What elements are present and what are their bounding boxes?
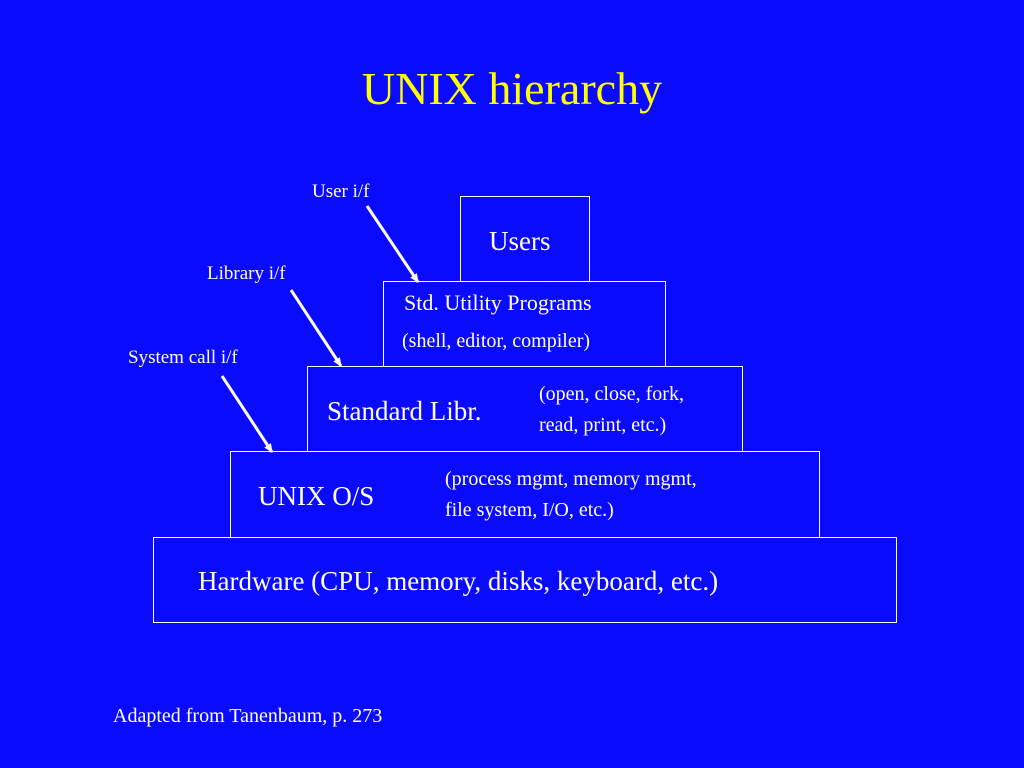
utility-detail: (shell, editor, compiler) [402, 330, 591, 352]
users-layer [460, 196, 590, 286]
syscall-interface-label: System call i/f [128, 347, 238, 368]
unix-os-detail-line1: (process mgmt, memory mgmt, [445, 468, 697, 490]
library-interface-arrow [289, 289, 343, 367]
unix-os-detail-line2: file system, I/O, etc.) [445, 499, 614, 521]
unix-os-layer [230, 451, 820, 541]
stdlib-detail-line1: (open, close, fork, [539, 383, 684, 405]
hardware-label: Hardware (CPU, memory, disks, keyboard, … [198, 566, 719, 596]
stdlib-detail-line2: read, print, etc.) [539, 414, 667, 436]
user-interface-label: User i/f [312, 181, 370, 202]
slide-title: UNIX hierarchy [361, 63, 663, 114]
unix-os-label: UNIX O/S [258, 481, 375, 511]
utility-label: Std. Utility Programs [404, 290, 592, 315]
source-citation: Adapted from Tanenbaum, p. 273 [113, 705, 383, 727]
hardware-layer [153, 537, 897, 623]
users-label: Users [489, 226, 551, 256]
stdlib-label: Standard Libr. [327, 396, 482, 426]
syscall-interface-arrow [220, 375, 274, 453]
library-interface-label: Library i/f [207, 263, 286, 284]
user-interface-arrow [365, 205, 420, 283]
standard-library-layer [307, 366, 743, 456]
